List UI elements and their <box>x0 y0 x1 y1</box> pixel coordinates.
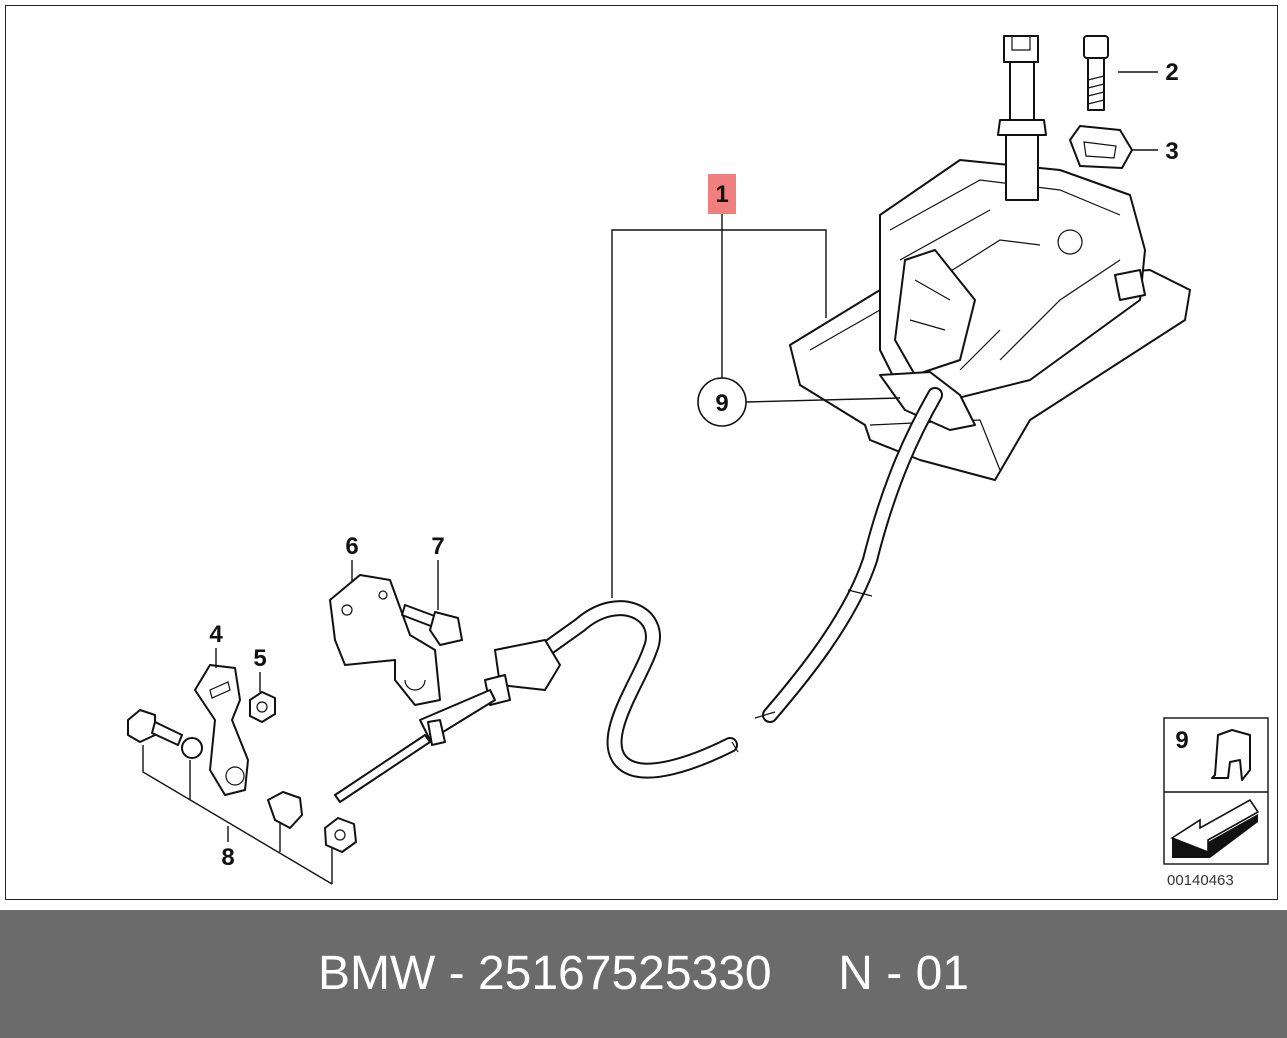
inset-label: 9 <box>1175 727 1188 754</box>
callout-1-highlight <box>708 174 736 214</box>
nut-part-5[interactable] <box>249 691 276 723</box>
inset-box: 9 <box>1163 717 1269 865</box>
callout-8[interactable]: 8 <box>221 844 234 871</box>
callout-4[interactable]: 4 <box>209 621 223 648</box>
bolt-part-7[interactable] <box>401 604 463 646</box>
callout-7[interactable]: 7 <box>431 533 444 560</box>
inset-arrow-shadow <box>1172 814 1258 858</box>
footer-bar: BMW - 25167525330 N - 01 <box>0 910 1287 1038</box>
callout-1-leader <box>611 212 827 598</box>
callout-9-leader <box>745 397 901 403</box>
callout-2[interactable]: 2 <box>1165 59 1178 86</box>
diagram-code: 00140463 <box>1167 872 1234 889</box>
callout-9[interactable]: 9 <box>715 390 728 417</box>
hardware-kit-part-8[interactable] <box>127 709 357 853</box>
gear-shifter-assembly[interactable] <box>789 35 1191 481</box>
inset-clip-part <box>1211 729 1251 781</box>
parts-diagram: 1 2 3 4 5 6 7 8 9 9 <box>127 35 1269 885</box>
lever-part-4[interactable] <box>194 664 249 796</box>
callout-8-leader <box>142 745 333 885</box>
bolt-part-2[interactable] <box>1083 35 1109 111</box>
shift-cable[interactable] <box>334 387 943 803</box>
clip-nut-part-3[interactable] <box>1069 125 1133 169</box>
callout-6[interactable]: 6 <box>345 533 358 560</box>
callout-3[interactable]: 3 <box>1165 138 1178 165</box>
part-number-caption: BMW - 25167525330 N - 01 <box>318 947 969 1000</box>
callout-9-circle <box>697 377 747 427</box>
callout-5[interactable]: 5 <box>253 645 266 672</box>
bracket-part-6[interactable] <box>329 574 441 706</box>
callout-1[interactable]: 1 <box>715 181 728 208</box>
